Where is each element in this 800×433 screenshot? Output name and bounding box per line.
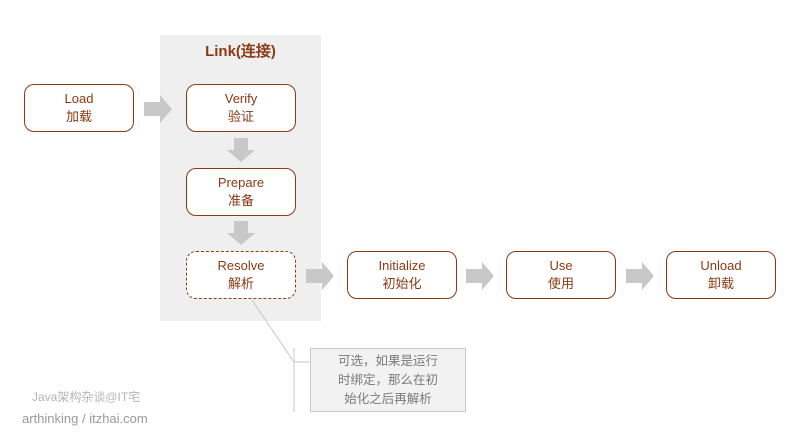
node-use-en: Use [549,258,573,273]
node-verify-en: Verify [224,91,258,106]
arrow-use-to-unload [626,262,656,290]
watermark-line-2: arthinking / itzhai.com [22,411,148,426]
node-load: Load 加载 [24,84,134,132]
node-verify-zh: 验证 [227,109,254,124]
arrow-prepare-to-resolve [227,221,255,247]
node-load-zh: 加载 [65,109,92,124]
node-unload-en: Unload [700,258,742,273]
node-initialize: Initialize 初始化 [347,251,457,299]
node-prepare-en: Prepare [217,175,265,190]
node-resolve-en: Resolve [217,258,265,273]
arrow-load-to-verify [144,95,174,123]
resolve-note-callout: 可选，如果是运行 时绑定，那么在初 始化之后再解析 [310,348,466,412]
node-prepare-zh: 准备 [227,193,254,208]
node-unload-zh: 卸载 [707,276,734,291]
node-load-en: Load [64,91,94,106]
arrow-resolve-to-initialize [306,262,336,290]
arrow-initialize-to-use [466,262,496,290]
node-initialize-zh: 初始化 [382,276,422,291]
node-resolve: Resolve 解析 [186,251,296,299]
node-use: Use 使用 [506,251,616,299]
link-group-title: Link(连接) [205,43,276,60]
node-initialize-en: Initialize [378,258,426,273]
node-resolve-zh: 解析 [227,276,254,291]
callout-line-3: 始化之后再解析 [344,392,432,406]
node-use-zh: 使用 [547,276,574,291]
watermark-line-1: Java架构杂谈@IT宅 [32,390,141,404]
callout-line-2: 时绑定，那么在初 [337,373,438,387]
node-prepare: Prepare 准备 [186,168,296,216]
node-verify: Verify 验证 [186,84,296,132]
callout-line-1: 可选，如果是运行 [337,354,438,368]
arrow-verify-to-prepare [227,138,255,164]
node-unload: Unload 卸载 [666,251,776,299]
